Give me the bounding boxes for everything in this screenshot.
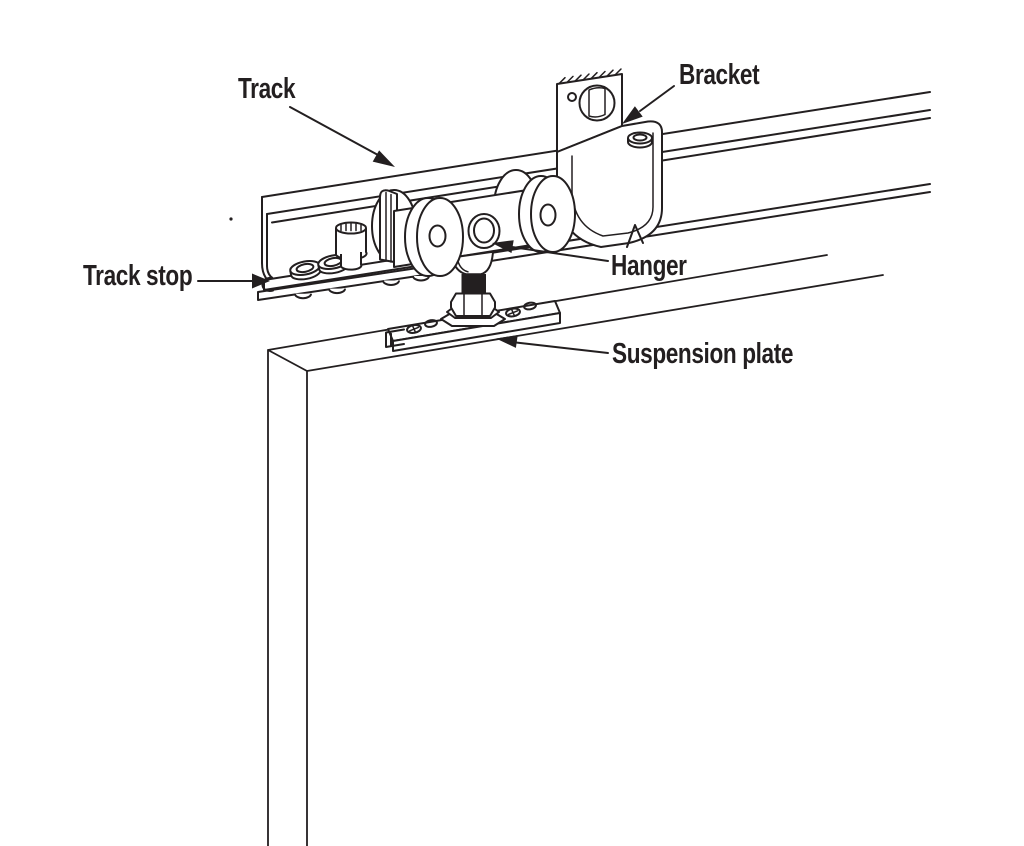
mounting-bracket [556,68,663,248]
front-right-roller [518,175,576,253]
label-suspension-plate: Suspension plate [612,338,794,370]
plate-hole [424,319,438,328]
adjusting-nut [450,292,496,317]
track-lip-hook [626,224,644,248]
hanger-bolt-stack [440,274,506,327]
wall-hatching [558,68,622,85]
label-bracket: Bracket [679,59,760,91]
hanger-arrow [492,240,609,262]
plate-screw [505,307,521,318]
bracket-bolt [578,84,616,122]
track-arrow [289,106,395,167]
track-stop-arrow [197,273,270,289]
plate-hole [523,301,537,311]
leader-arrows [197,85,675,354]
door-panel [267,254,884,846]
stop-screw [289,260,322,281]
bracket-screw [627,131,653,149]
stray-dot [229,217,233,221]
suspension-plate-arrow [496,335,609,354]
label-hanger: Hanger [611,250,687,282]
bracket-arrow [622,85,675,124]
label-track: Track [238,73,296,105]
front-left-roller [404,197,464,277]
label-track-stop: Track stop [83,260,193,292]
stop-bumper [335,221,368,271]
track-stop-assembly [257,221,445,301]
plate-screw [406,324,422,334]
threaded-section [461,274,486,295]
